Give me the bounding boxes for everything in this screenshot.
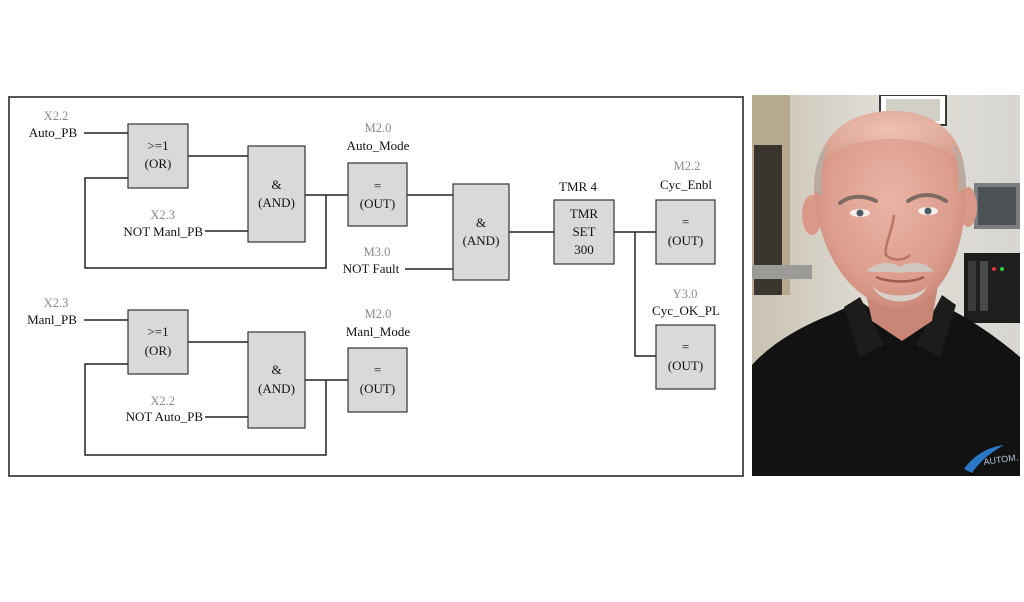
gate-line: >=1 bbox=[147, 138, 168, 153]
collar-right bbox=[916, 295, 956, 357]
shirt bbox=[752, 301, 1020, 476]
mouth bbox=[875, 275, 925, 283]
tag-tmr4: TMR 4 bbox=[559, 179, 597, 194]
gate-line: (OUT) bbox=[668, 358, 703, 373]
tag-label: NOT Auto_PB bbox=[126, 409, 204, 424]
tag-manl-pb: X2.3 Manl_PB bbox=[27, 296, 77, 327]
tag-not-auto-pb: X2.2 NOT Auto_PB bbox=[126, 394, 204, 424]
gate-line: (AND) bbox=[258, 381, 295, 396]
out-block-manl-mode: = (OUT) bbox=[347, 347, 408, 413]
head bbox=[814, 111, 966, 309]
tag-auto-mode: M2.0 Auto_Mode bbox=[347, 121, 410, 153]
equipment-module bbox=[968, 261, 976, 311]
moustache bbox=[866, 262, 934, 273]
and-gate-manual: & (AND) bbox=[247, 331, 306, 429]
eyebrow-left bbox=[838, 194, 878, 205]
gate-line: = bbox=[374, 362, 381, 377]
gate-line: 300 bbox=[574, 242, 594, 257]
tag-cyc-ok-pl: Y3.0 Cyc_OK_PL bbox=[652, 287, 720, 318]
gate-line: (OUT) bbox=[360, 196, 395, 211]
tag-label: Auto_PB bbox=[29, 125, 78, 140]
tag-address: X2.2 bbox=[150, 394, 175, 408]
tag-address: Y3.0 bbox=[673, 287, 698, 301]
gate-line: (OUT) bbox=[668, 233, 703, 248]
tag-label: Cyc_OK_PL bbox=[652, 303, 720, 318]
gate-line: & bbox=[476, 215, 486, 230]
equipment-led bbox=[1000, 267, 1004, 271]
gate-line: = bbox=[682, 339, 689, 354]
wire-manl-latch bbox=[84, 363, 327, 456]
desk-edge bbox=[752, 265, 812, 279]
tag-label: Manl_Mode bbox=[346, 324, 411, 339]
equipment-led bbox=[992, 267, 996, 271]
shelf-monitor-screen bbox=[978, 187, 1016, 225]
tag-address: M2.2 bbox=[674, 159, 701, 173]
diagram-frame bbox=[8, 96, 744, 477]
tag-label: TMR 4 bbox=[559, 179, 597, 194]
gate-line: TMR bbox=[570, 206, 599, 221]
tag-address: M3.0 bbox=[364, 245, 391, 259]
tag-label: NOT Fault bbox=[343, 261, 400, 276]
tag-not-fault: M3.0 NOT Fault bbox=[343, 245, 400, 276]
iris-right bbox=[924, 207, 932, 215]
iris-left bbox=[856, 209, 864, 217]
tag-not-manl-pb: X2.3 NOT Manl_PB bbox=[123, 208, 203, 239]
wire-branch-out4 bbox=[634, 232, 656, 357]
hair-right bbox=[952, 143, 966, 193]
gate-line: (OR) bbox=[145, 343, 172, 358]
gate-line: SET bbox=[572, 224, 595, 239]
hair-left bbox=[814, 143, 828, 195]
wire-auto-latch bbox=[84, 177, 327, 269]
out-block-cyc-ok-pl: = (OUT) bbox=[655, 324, 716, 390]
tag-label: Cyc_Enbl bbox=[660, 177, 712, 192]
or-gate-auto: >=1 (OR) bbox=[127, 123, 189, 189]
tag-label: NOT Manl_PB bbox=[123, 224, 203, 239]
tag-label: Manl_PB bbox=[27, 312, 77, 327]
tag-auto-pb: X2.2 Auto_PB bbox=[29, 109, 78, 140]
tag-address: M2.0 bbox=[365, 121, 392, 135]
portrait-illustration: AUTOM… …NSUL… bbox=[752, 95, 1020, 476]
gate-line: (OUT) bbox=[360, 381, 395, 396]
goatee bbox=[872, 285, 928, 302]
and-gate-cycle: & (AND) bbox=[452, 183, 510, 281]
tag-address: X2.2 bbox=[44, 109, 69, 123]
equipment-module bbox=[980, 261, 988, 311]
gate-line: & bbox=[271, 177, 281, 192]
tag-address: M2.0 bbox=[365, 307, 392, 321]
gate-line: = bbox=[374, 178, 381, 193]
collar-left bbox=[844, 297, 884, 357]
tag-manl-mode: M2.0 Manl_Mode bbox=[346, 307, 411, 339]
or-gate-manual: >=1 (OR) bbox=[127, 309, 189, 375]
out-block-auto-mode: = (OUT) bbox=[347, 162, 408, 227]
portrait-photo: AUTOM… …NSUL… bbox=[752, 95, 1020, 476]
gate-line: (AND) bbox=[463, 233, 500, 248]
eyebrow-right bbox=[906, 193, 948, 203]
gate-line: (OR) bbox=[145, 156, 172, 171]
wires bbox=[84, 132, 656, 456]
gate-line: = bbox=[682, 214, 689, 229]
tag-address: X2.3 bbox=[44, 296, 69, 310]
tag-cyc-enbl: M2.2 Cyc_Enbl bbox=[660, 159, 712, 192]
timer-block: TMR SET 300 bbox=[553, 199, 615, 265]
tag-address: X2.3 bbox=[150, 208, 175, 222]
out-block-cyc-enbl: = (OUT) bbox=[655, 199, 716, 265]
and-gate-auto: & (AND) bbox=[247, 145, 306, 243]
gate-line: (AND) bbox=[258, 195, 295, 210]
scalp bbox=[818, 111, 964, 165]
tag-label: Auto_Mode bbox=[347, 138, 410, 153]
gate-line: >=1 bbox=[147, 324, 168, 339]
shirt-logo-swoosh bbox=[964, 445, 1004, 473]
nose bbox=[884, 214, 911, 261]
gate-line: & bbox=[271, 362, 281, 377]
